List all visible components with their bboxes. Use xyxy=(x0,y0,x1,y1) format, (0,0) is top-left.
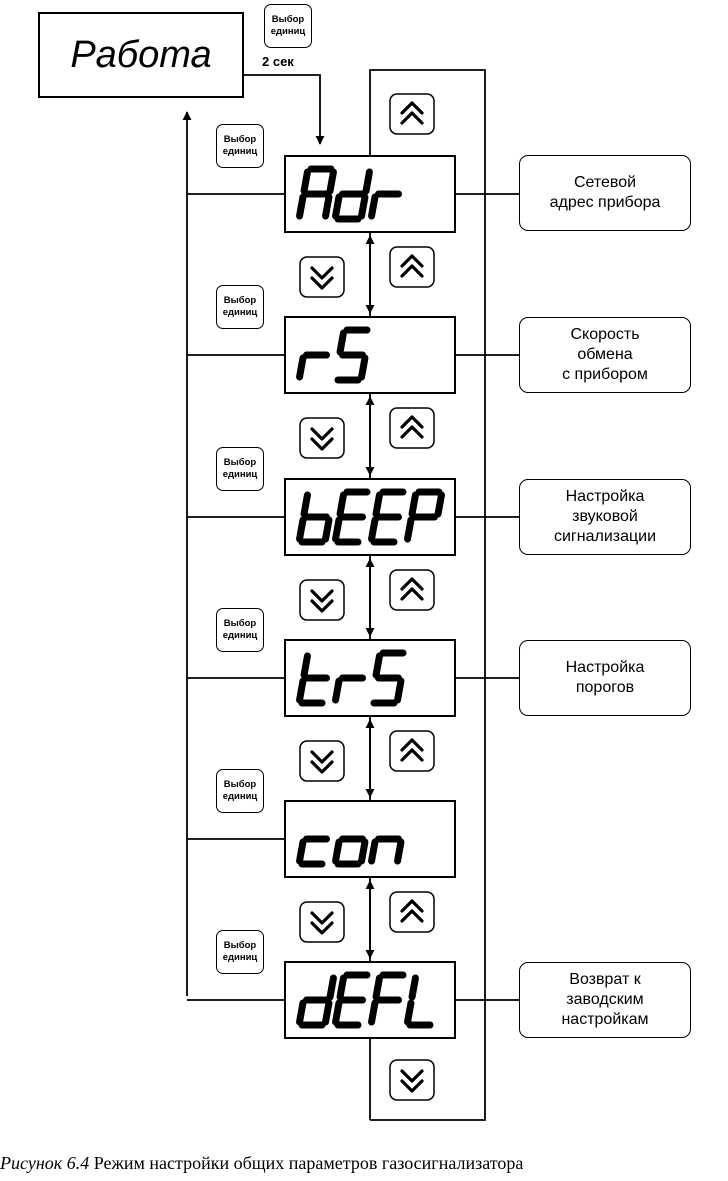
caption-text: Режим настройки общих параметров газосиг… xyxy=(89,1153,524,1173)
scroll-down-key[interactable] xyxy=(299,740,345,782)
scroll-up-key[interactable] xyxy=(389,407,435,449)
double-chevron-up-icon xyxy=(400,254,424,278)
hold-time-label: 2 сек xyxy=(262,54,294,69)
display-beep: bEEP xyxy=(284,478,456,556)
scroll-up-key[interactable] xyxy=(389,246,435,288)
double-chevron-up-icon xyxy=(400,738,424,762)
scroll-up-key[interactable] xyxy=(389,730,435,772)
description-rs: Скорость обмена с прибором xyxy=(519,317,691,393)
display-screens: Adr rS bEEP trS con dEFL xyxy=(284,155,456,1039)
double-chevron-down-icon xyxy=(400,1069,424,1093)
double-chevron-down-icon xyxy=(310,427,334,451)
double-chevron-down-icon xyxy=(310,911,334,935)
mode-work: Работа xyxy=(38,12,244,98)
display-con: con xyxy=(284,800,456,878)
scroll-down-key[interactable] xyxy=(299,256,345,298)
scroll-up-key[interactable] xyxy=(389,93,435,135)
description-defl: Возврат к заводским настройкам xyxy=(519,962,691,1038)
description-adr: Сетевой адрес прибора xyxy=(519,155,691,231)
display-code: trS xyxy=(296,649,407,707)
scroll-up-key[interactable] xyxy=(389,891,435,933)
display-adr: Adr xyxy=(284,155,456,233)
display-code: dEFL xyxy=(296,971,434,1029)
scroll-down-key[interactable] xyxy=(389,1059,435,1101)
display-trs: trS xyxy=(284,639,456,717)
scroll-down-key[interactable] xyxy=(299,417,345,459)
connector-lines xyxy=(182,69,519,1121)
double-chevron-down-icon xyxy=(310,750,334,774)
double-chevron-down-icon xyxy=(310,589,334,613)
unit-select-key-hold[interactable]: Выбор единиц xyxy=(264,4,312,48)
display-code: bEEP xyxy=(296,488,445,546)
double-chevron-up-icon xyxy=(400,577,424,601)
display-rs: rS xyxy=(284,316,456,394)
display-code: con xyxy=(296,835,405,868)
double-chevron-up-icon xyxy=(400,101,424,125)
scroll-up-key[interactable] xyxy=(389,569,435,611)
figure-caption: Рисунок 6.4 Режим настройки общих параме… xyxy=(0,1153,728,1174)
scroll-down-key[interactable] xyxy=(299,901,345,943)
double-chevron-up-icon xyxy=(400,899,424,923)
navigation-keys xyxy=(299,93,435,1101)
display-code: rS xyxy=(296,326,371,384)
double-chevron-down-icon xyxy=(310,266,334,290)
double-chevron-up-icon xyxy=(400,415,424,439)
caption-figure-number: Рисунок 6.4 xyxy=(0,1153,90,1173)
display-defl: dEFL xyxy=(284,961,456,1039)
description-trs: Настройка порогов xyxy=(519,640,691,716)
display-code: Adr xyxy=(296,165,402,223)
mode-label: Работа xyxy=(70,33,212,76)
scroll-down-key[interactable] xyxy=(299,579,345,621)
description-beep: Настройка звуковой сигнализации xyxy=(519,479,691,555)
